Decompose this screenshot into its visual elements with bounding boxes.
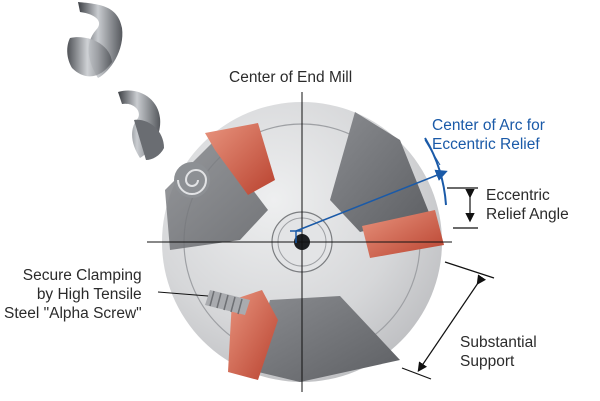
- metal-chip-icon: [174, 162, 210, 198]
- eccentric-radius-arrow: [295, 169, 448, 232]
- label-relief-angle: Eccentric Relief Angle: [486, 187, 569, 223]
- center-arc-leader: [424, 139, 441, 166]
- metal-chip-icon: [67, 2, 123, 78]
- label-support: Substantial Support: [460, 334, 537, 370]
- label-center-end-mill: Center of End Mill: [229, 69, 353, 86]
- insert-top-left: [205, 123, 275, 195]
- relief-angle-dimension: [447, 187, 478, 229]
- flute: [330, 112, 430, 232]
- label-center-arc: Center of Arc for Eccentric Relief: [432, 117, 545, 153]
- clamping-leader: [157, 291, 209, 297]
- support-dimension: [401, 261, 495, 380]
- alpha-screw-icon: [205, 290, 250, 315]
- insert-right: [362, 210, 444, 258]
- label-clamping: Secure Clamping by High Tensile Steel "A…: [4, 267, 142, 322]
- metal-chip-icon: [118, 90, 164, 160]
- eccentric-relief-arc: [424, 137, 447, 206]
- flute: [250, 296, 400, 382]
